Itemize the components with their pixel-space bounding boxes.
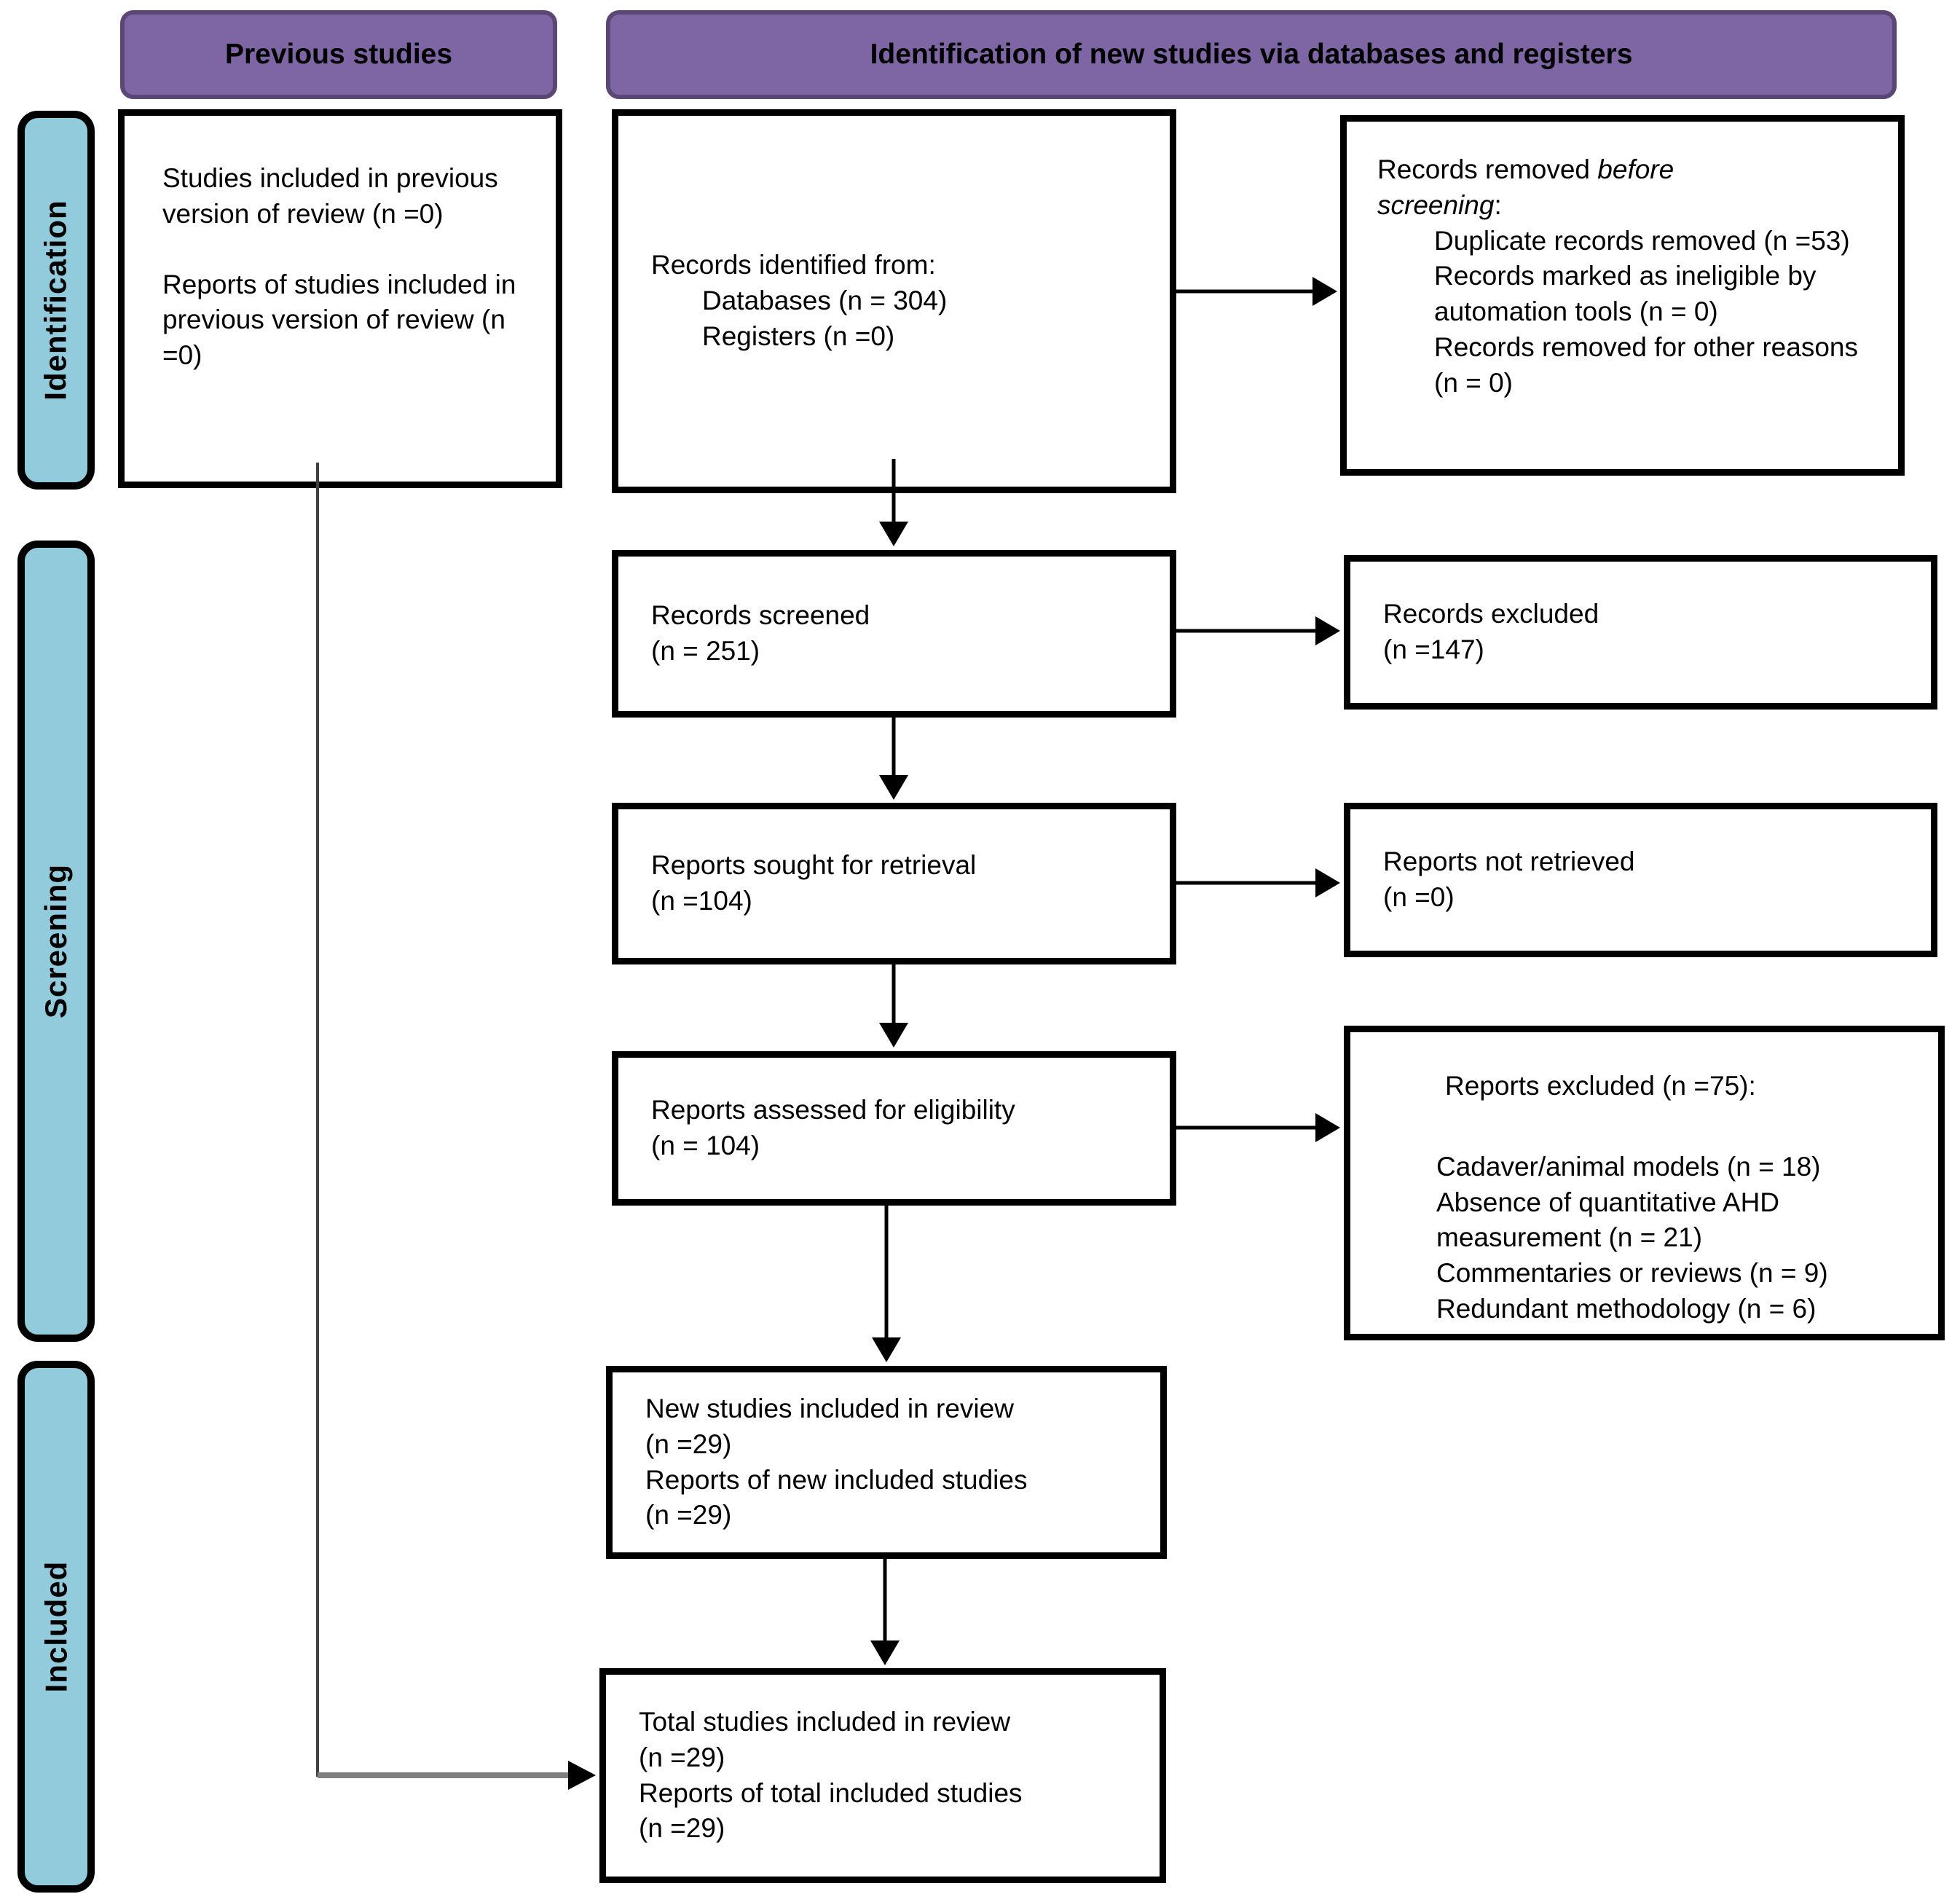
records-identified-items: Databases (n = 304) Registers (n =0) [651,283,1157,355]
stage-screening-label: Screening [39,863,74,1019]
records-identified-title: Records identified from: [651,250,936,280]
text-line: (n =29) [639,1813,725,1844]
text-line: (n =29) [645,1429,732,1459]
text-line: Records excluded [1383,599,1599,629]
records-removed-title: Records removed before screening: [1377,154,1674,220]
text-line: Reports sought for retrieval [651,850,977,881]
box-records-excluded: Records excluded (n =147) [1344,555,1937,710]
reports-excluded-items: Cadaver/animal models (n = 18) Absence of… [1436,1150,1924,1327]
text-line: Duplicate records removed (n =53) [1434,225,1850,256]
box-new-studies-included: New studies included in review (n =29) Rep… [606,1366,1167,1559]
text-line: (n = 104) [651,1131,760,1160]
text-line: (n =104) [651,886,752,916]
arrow-sought-to-not-retrieved [1176,868,1340,897]
previous-studies-text-1: Studies included in previous version of … [162,163,498,229]
arrow-identified-to-removed [1176,277,1337,306]
arrow-screened-to-sought [879,718,908,800]
header-new-studies-label: Identification of new studies via databa… [870,39,1633,70]
text-line: Commentaries or reviews (n = 9) [1436,1258,1828,1289]
stage-screening: Screening [17,541,95,1342]
text-line: Reports of new included studies [645,1464,1028,1495]
box-records-screened: Records screened (n = 251) [612,550,1176,718]
text-line: Cadaver/animal models (n = 18) [1436,1151,1821,1182]
arrow-new-to-total-included [870,1559,900,1665]
text-line: Total studies included in review [639,1706,1011,1737]
box-records-identified: Records identified from: Databases (n = … [612,109,1176,493]
box-previous-studies: Studies included in previous version of … [118,109,562,488]
text-line: Databases (n = 304) [702,286,948,316]
arrow-assessed-to-reports-excluded [1176,1113,1340,1142]
box-reports-excluded: Reports excluded (n =75): Cadaver/animal… [1344,1026,1945,1340]
text-line: Reports not retrieved [1383,846,1635,877]
text-line: (n =29) [639,1742,725,1772]
header-previous-studies-label: Previous studies [224,39,453,70]
text-line: Absence of quantitative AHD measurement … [1436,1187,1780,1253]
box-records-removed-before-screening: Records removed before screening: Duplic… [1340,115,1905,476]
previous-studies-text-2: Reports of studies included in previous … [162,269,516,371]
box-total-studies-included: Total studies included in review (n =29) R… [599,1668,1166,1883]
text-line: (n = 251) [651,636,760,666]
text-line: Reports assessed for eligibility [651,1095,1015,1125]
box-reports-assessed: Reports assessed for eligibility (n = 104… [612,1051,1176,1206]
header-previous-studies: Previous studies [120,10,557,99]
records-removed-items: Duplicate records removed (n =53) Records… [1377,224,1884,401]
arrow-previous-to-total-included [316,463,596,1790]
text-line: Reports of total included studies [639,1777,1023,1808]
header-new-studies: Identification of new studies via databa… [606,10,1897,99]
arrow-sought-to-assessed [879,964,908,1048]
reports-excluded-title: Reports excluded (n =75): [1445,1071,1756,1101]
text-line: Redundant methodology (n = 6) [1436,1294,1817,1324]
text-line: (n =147) [1383,634,1484,664]
text-line: Records marked as ineligible by automati… [1434,261,1817,327]
arrow-assessed-to-new-included [872,1206,901,1362]
text-line: (n =29) [645,1500,732,1530]
stage-included-label: Included [39,1560,73,1693]
stage-included: Included [17,1361,95,1893]
box-reports-sought: Reports sought for retrieval (n =104) [612,803,1176,964]
box-reports-not-retrieved: Reports not retrieved (n =0) [1344,803,1937,957]
stage-identification: Identification [17,111,95,490]
text-line: (n =0) [1383,882,1455,912]
text-line: Registers (n =0) [702,321,895,351]
text-line: Records removed for other reasons (n = 0… [1434,332,1858,398]
arrow-screened-to-excluded [1176,616,1340,645]
stage-identification-label: Identification [39,200,73,401]
text-line: Records screened [651,600,870,631]
text-line: New studies included in review [645,1393,1014,1423]
